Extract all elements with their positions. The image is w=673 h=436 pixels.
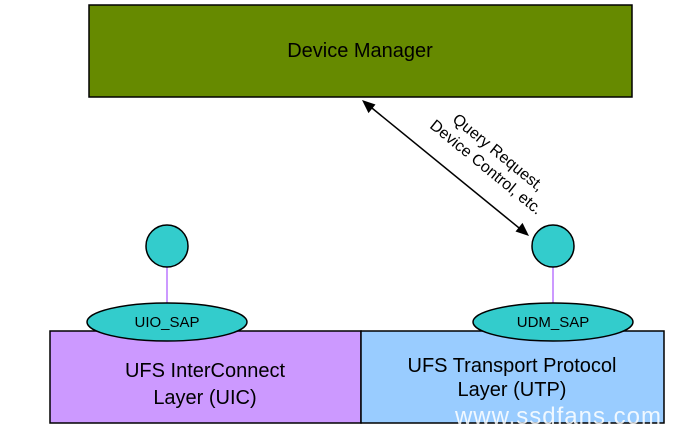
udm-sap-ellipse xyxy=(472,302,634,342)
uio-sap: UIO_SAP xyxy=(86,224,248,342)
device-manager: Device Manager xyxy=(88,4,633,98)
uic-layer-label-line2: Layer (UIC) xyxy=(153,387,256,409)
uio-sap-ellipse xyxy=(86,302,248,342)
uic-layer-box xyxy=(49,330,362,424)
uio-sap-label: UIO_SAP xyxy=(134,314,199,331)
device-manager-box xyxy=(88,4,633,98)
request-arrow: Query Request, Device Control, etc. xyxy=(362,100,547,236)
arrow-line xyxy=(366,103,525,233)
uio-sap-point xyxy=(145,224,189,268)
utp-layer-label-line1: UFS Transport Protocol xyxy=(408,355,617,377)
udm-sap-point xyxy=(531,224,575,268)
arrow-head-top xyxy=(362,100,376,114)
uic-layer-label-line1: UFS InterConnect xyxy=(125,360,286,382)
utp-layer-label-line2: Layer (UTP) xyxy=(458,379,567,401)
uic-layer: UFS InterConnect Layer (UIC) xyxy=(49,330,362,424)
device-manager-label: Device Manager xyxy=(287,40,433,62)
utp-layer-box xyxy=(360,330,665,424)
arrow-head-bottom xyxy=(515,222,529,236)
watermark-text: www.ssdfans.com xyxy=(454,403,662,430)
utp-layer: UFS Transport Protocol Layer (UTP) xyxy=(360,330,665,424)
udm-sap: UDM_SAP xyxy=(472,224,634,342)
udm-sap-label: UDM_SAP xyxy=(517,314,590,331)
